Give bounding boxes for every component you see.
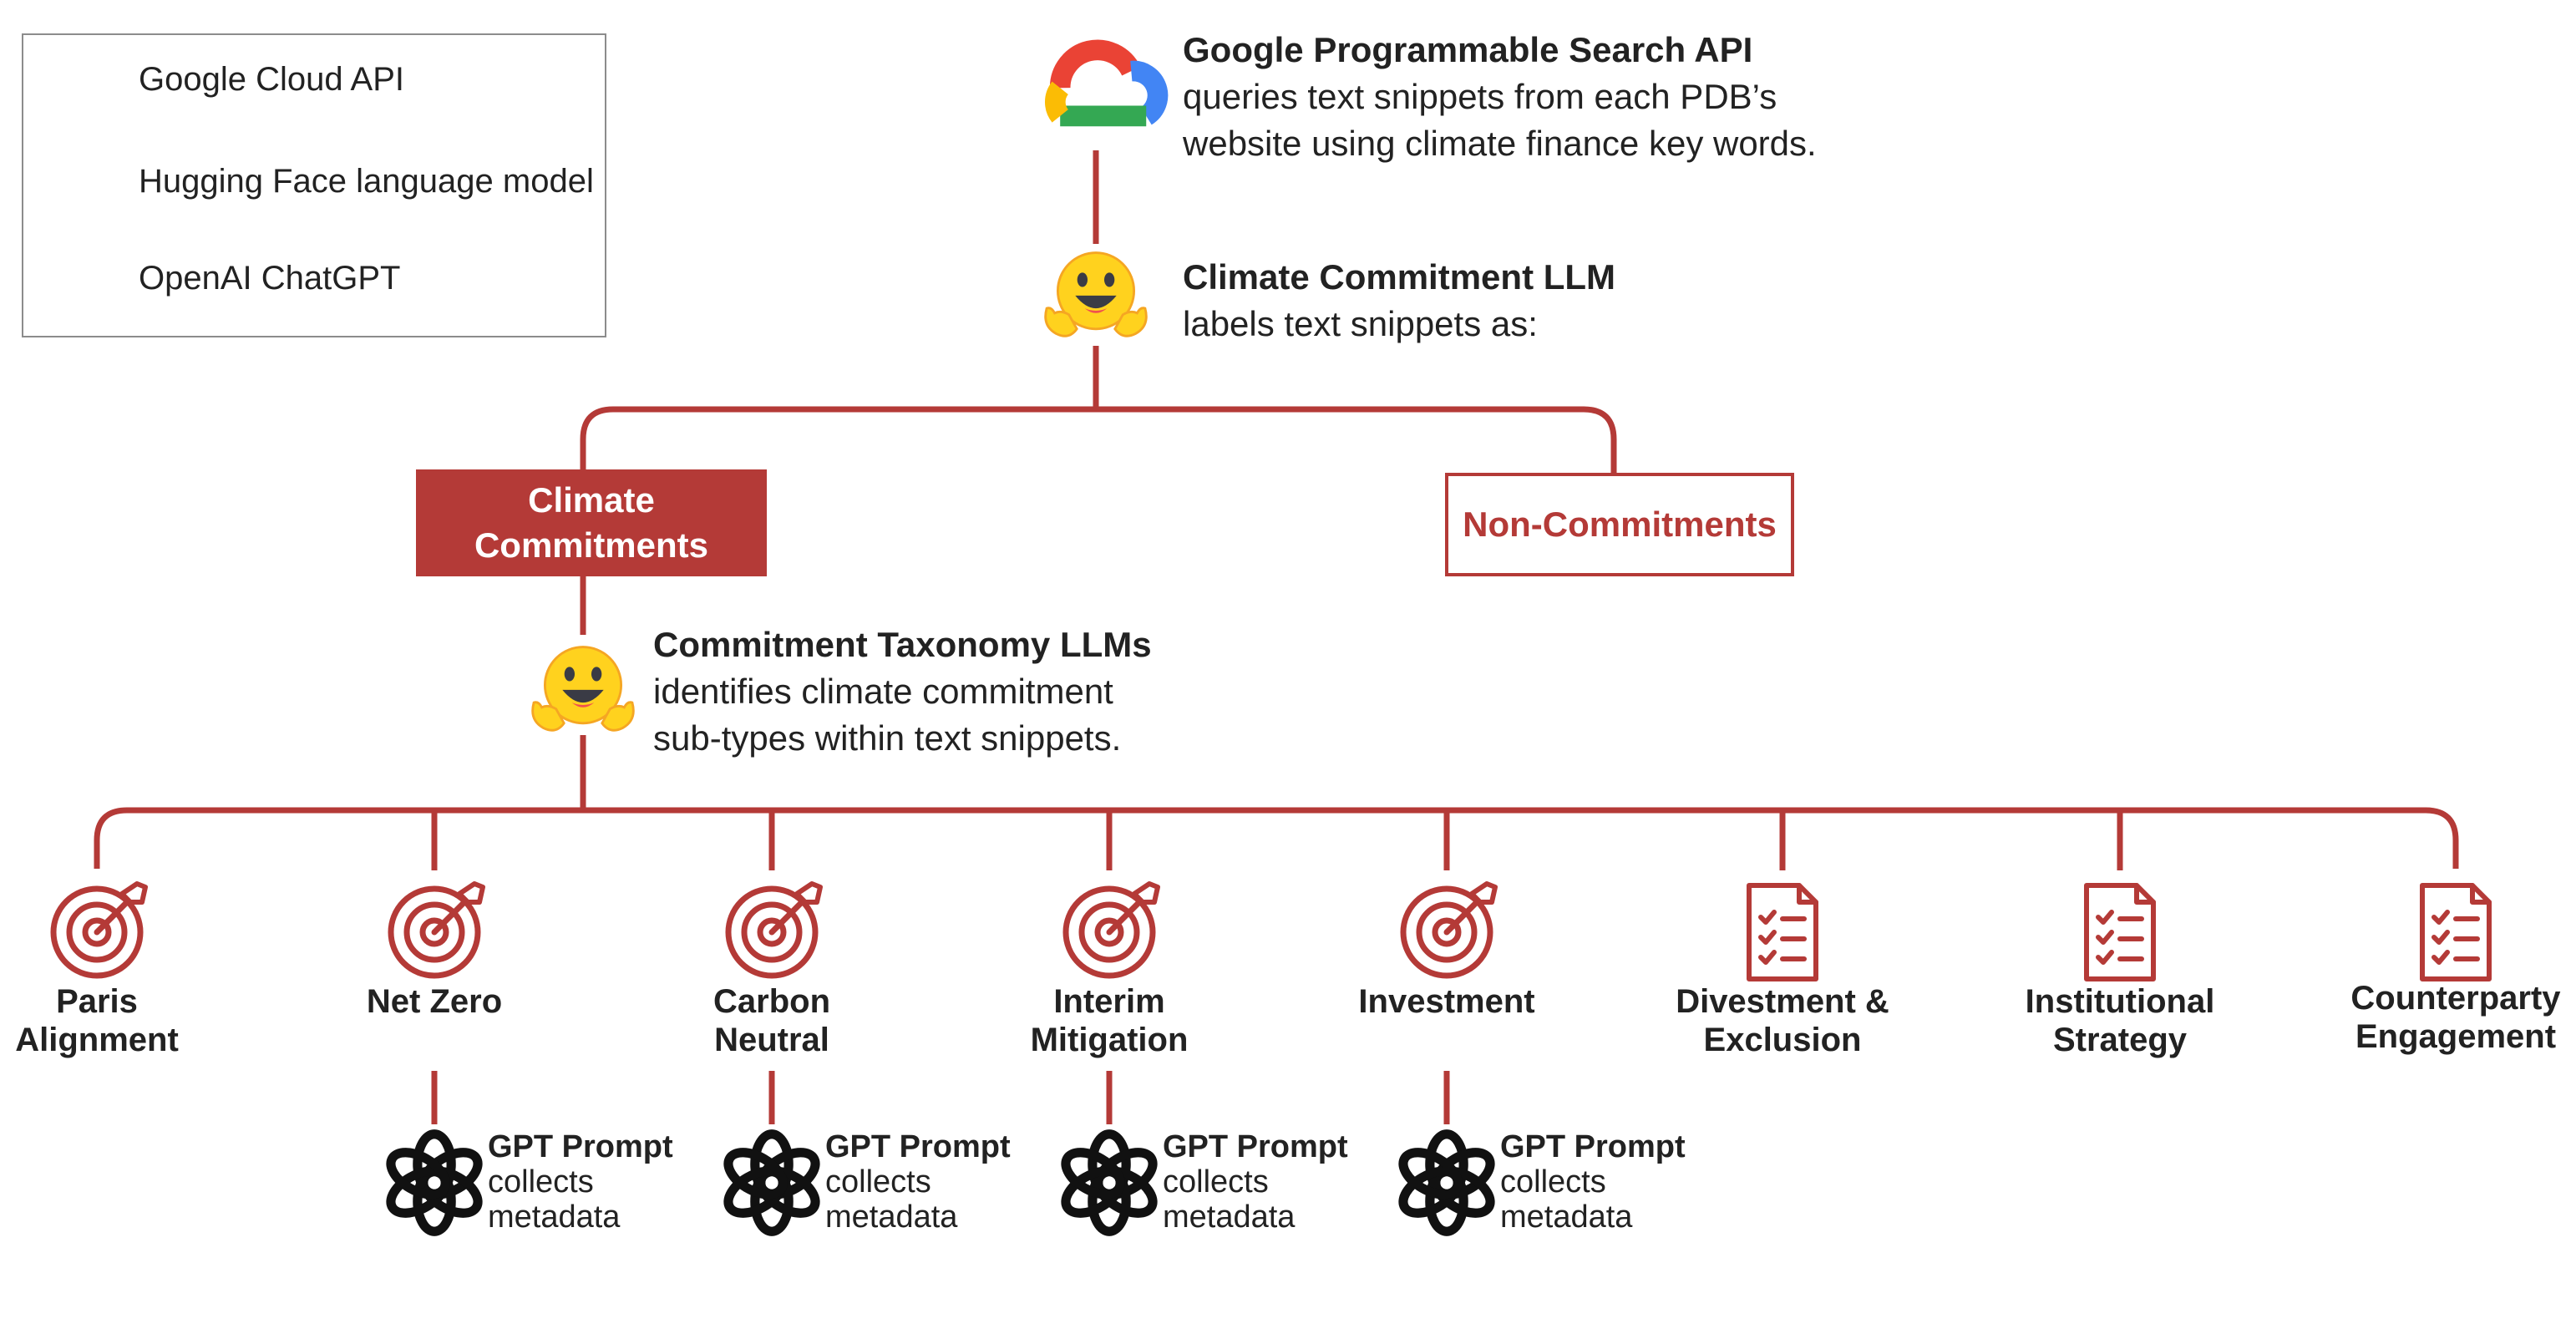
gpt-prompt-title: GPT Prompt [1163,1129,1348,1164]
commitment-llm-title: Climate Commitment LLM [1183,257,1616,297]
category-label-net-zero: Net Zero [301,982,568,1021]
checklist-icon [1749,885,1816,979]
gpt-prompt-line-1: collects [1163,1164,1269,1200]
taxonomy-llm-line-2: sub-types within text snippets. [653,718,1122,758]
category-label-line: Investment [1358,983,1535,1020]
gpt-prompt-net-zero: GPT Prompt collects metadata [488,1129,673,1235]
gpt-prompt-title: GPT Prompt [488,1129,673,1164]
legend-label-google-cloud: Google Cloud API [139,61,404,98]
category-label-line: Mitigation [1030,1022,1189,1058]
non-commitments-box: Non-Commitments [1445,473,1794,576]
legend [22,33,606,337]
search-api-line-1: queries text snippets from each PDB’s [1183,77,1777,116]
gpt-prompt-line-2: metadata [488,1200,621,1235]
target-icon [1066,884,1158,976]
category-label-line: Divestment & [1676,983,1889,1020]
legend-label-hugging-face: Hugging Face language model [139,163,594,200]
category-label-line: Interim [1053,983,1165,1020]
connector-llm-branches [580,406,1617,473]
taxonomy-llm-description: Commitment Taxonomy LLMs identifies clim… [653,621,1152,762]
search-api-line-2: website using climate finance key words. [1183,124,1817,163]
google-cloud-icon [1055,50,1158,116]
category-label-line: Carbon [713,983,830,1020]
category-label-line: Strategy [2052,1022,2188,1058]
category-label-divestment-exclusion: Divestment & Exclusion [1649,982,1916,1059]
target-icon [1403,884,1495,976]
category-label-line: Neutral [714,1022,829,1058]
target-icon [391,884,483,976]
gpt-prompt-investment: GPT Prompt collects metadata [1500,1129,1686,1235]
search-api-description: Google Programmable Search API queries t… [1183,27,1817,167]
category-label-institutional-strategy: Institutional Strategy [1986,982,2254,1059]
category-label-line: Alignment [15,1022,179,1058]
taxonomy-llm-line-1: identifies climate commitment [653,672,1113,711]
category-label-carbon-neutral: Carbon Neutral [638,982,905,1059]
category-label-line: Institutional [2025,983,2215,1020]
climate-commitments-line-1: Climate [528,480,655,520]
search-api-title: Google Programmable Search API [1183,30,1753,69]
category-label-counterparty-engagement: Counterparty Engagement [2322,979,2576,1056]
gpt-prompt-line-1: collects [825,1164,931,1200]
hugging-face-icon [531,646,635,732]
category-label-line: Counterparty [2350,980,2561,1017]
commitment-llm-line-1: labels text snippets as: [1183,304,1538,343]
connector-lines [94,150,2459,1124]
commitment-llm-description: Climate Commitment LLM labels text snipp… [1183,254,1615,347]
category-label-line: Exclusion [1703,1022,1862,1058]
gpt-prompt-line-1: collects [1500,1164,1606,1200]
category-label-interim-mitigation: Interim Mitigation [976,982,1243,1059]
gpt-prompt-line-1: collects [488,1164,594,1200]
climate-commitments-box: Climate Commitments [416,469,767,576]
openai-icon [1058,1134,1159,1231]
checklist-icon [2422,885,2489,979]
openai-icon [721,1134,822,1231]
gpt-prompt-title: GPT Prompt [1500,1129,1686,1164]
hugging-face-icon [1044,251,1148,337]
category-label-line: Net Zero [366,983,503,1020]
target-icon [728,884,820,976]
gpt-prompt-carbon-neutral: GPT Prompt collects metadata [825,1129,1011,1235]
openai-icon [383,1134,484,1231]
climate-commitments-line-2: Commitments [474,525,709,565]
gpt-prompt-line-2: metadata [1500,1200,1633,1235]
taxonomy-llm-title: Commitment Taxonomy LLMs [653,625,1152,664]
gpt-prompt-interim-mitigation: GPT Prompt collects metadata [1163,1129,1348,1235]
category-label-investment: Investment [1313,982,1580,1021]
category-label-paris-alignment: Paris Alignment [0,982,231,1059]
legend-label-openai: OpenAI ChatGPT [139,260,401,297]
openai-icon [1396,1134,1497,1231]
non-commitments-label: Non-Commitments [1463,505,1777,544]
gpt-prompt-line-2: metadata [1163,1200,1296,1235]
category-label-line: Paris [56,983,138,1020]
connector-taxonomy-categories [94,807,2459,869]
category-label-line: Engagement [2355,1018,2557,1055]
gpt-prompt-title: GPT Prompt [825,1129,1011,1164]
checklist-icon [2087,885,2153,979]
target-icon [53,884,145,976]
gpt-prompt-line-2: metadata [825,1200,958,1235]
